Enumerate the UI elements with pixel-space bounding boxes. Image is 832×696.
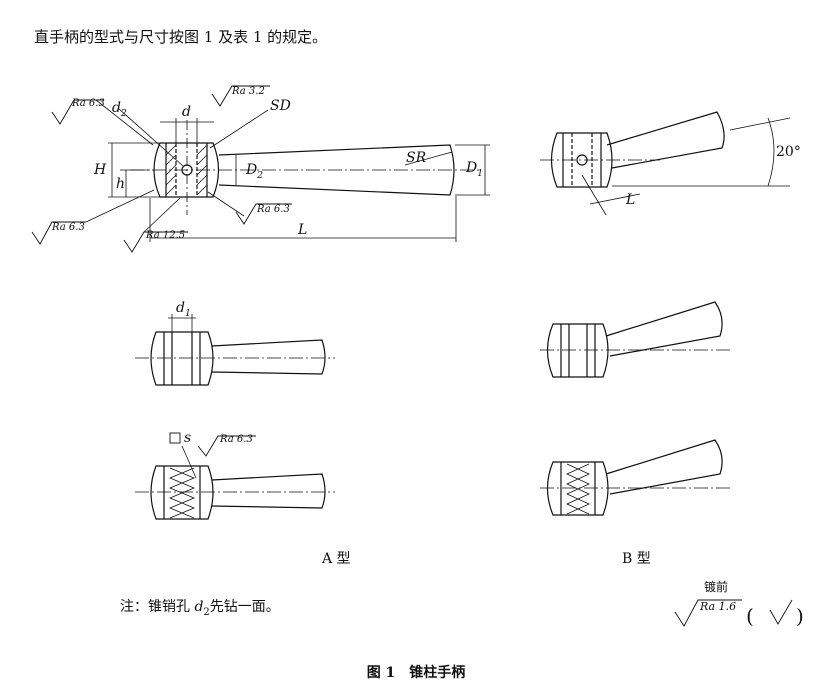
paren-close: ) bbox=[796, 604, 804, 628]
note-sub: 2 bbox=[203, 606, 210, 618]
type-b-label: B 型 bbox=[622, 551, 651, 567]
D2-sub: 2 bbox=[257, 170, 263, 181]
H-label: H bbox=[94, 162, 107, 178]
note-var: d bbox=[194, 599, 204, 615]
sr-label: SR bbox=[406, 150, 427, 166]
note-suffix: 先钻一面。 bbox=[209, 599, 280, 615]
ra-label-c: Ra 6.3 bbox=[52, 222, 85, 233]
D1-label: D1 bbox=[466, 160, 483, 179]
ra-label-32: Ra 3.2 bbox=[232, 86, 265, 97]
D2-var: D bbox=[246, 162, 258, 178]
ra-label-b: Ra 6.3 bbox=[257, 204, 290, 215]
angle-label: 20° bbox=[776, 144, 801, 160]
d1-var: d bbox=[176, 300, 185, 316]
head-outline-top-left bbox=[153, 142, 220, 198]
type-a-label: A 型 bbox=[322, 551, 351, 567]
s-label: s bbox=[184, 430, 192, 446]
L2-label: L bbox=[626, 192, 636, 208]
D1-var: D bbox=[466, 160, 478, 176]
ra-label-125: Ra 12.5 bbox=[146, 230, 186, 241]
d2-label: d2 bbox=[112, 100, 127, 119]
h-label: h bbox=[116, 176, 126, 192]
D1-sub: 1 bbox=[477, 168, 483, 179]
d2-var: d bbox=[112, 100, 121, 116]
L-label: L bbox=[298, 222, 308, 238]
ra-label-s: Ra 6.3 bbox=[220, 434, 253, 445]
shaft-top-left bbox=[218, 144, 455, 196]
ra-label-16: Ra 1.6 bbox=[700, 600, 737, 613]
d2-sub: 2 bbox=[120, 108, 127, 119]
ra-label-a: Ra 6.3 bbox=[72, 98, 105, 109]
d-label: d bbox=[182, 104, 191, 120]
d1-label: d1 bbox=[176, 300, 191, 319]
figure-caption: 图 1 锥柱手柄 bbox=[366, 665, 466, 681]
note-text: 注：锥销孔 d2先钻一面。 bbox=[120, 596, 280, 618]
plating-label: 镀前 bbox=[704, 580, 729, 594]
d1-sub: 1 bbox=[184, 308, 191, 319]
paren-open: ( bbox=[746, 604, 754, 628]
note-prefix: 注：锥销孔 bbox=[120, 599, 195, 615]
intro-text: 直手柄的型式与尺寸按图 1 及表 1 的规定。 bbox=[34, 28, 328, 46]
D2-label: D2 bbox=[246, 162, 263, 181]
sd-label: SD bbox=[270, 98, 291, 114]
